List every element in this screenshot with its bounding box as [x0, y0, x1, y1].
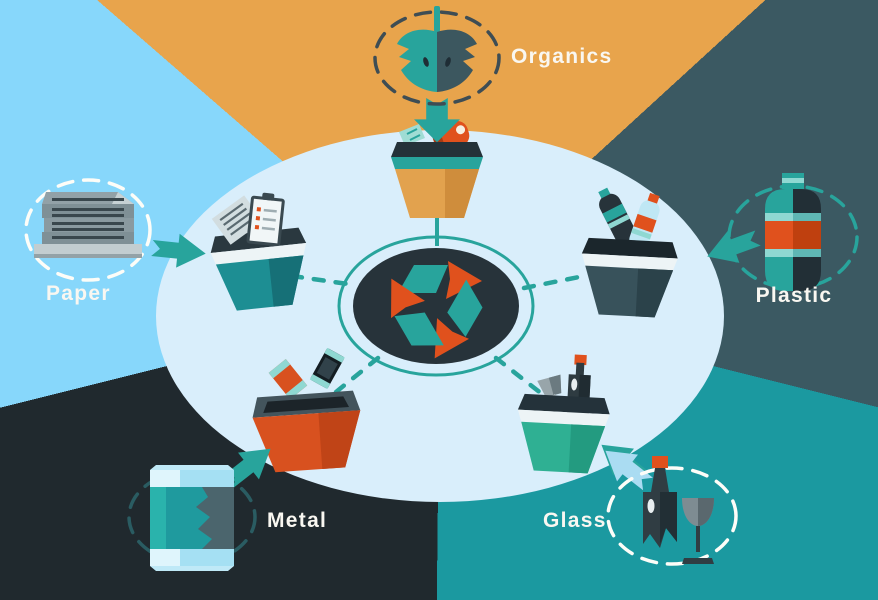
plastic-bottle-icon	[727, 173, 859, 291]
clipboard-icon	[246, 192, 285, 247]
hub-connector-lines	[289, 273, 587, 397]
plastic-bin	[581, 187, 678, 318]
leaf-note	[399, 124, 425, 146]
glass-dashed-ring	[606, 466, 738, 566]
phone-item	[309, 347, 345, 390]
paper-dashed-ring	[24, 178, 152, 282]
bottle-dark	[598, 187, 637, 245]
paper-bin	[210, 192, 307, 311]
recycle-hub	[337, 235, 535, 377]
organics-label: Organics	[511, 45, 613, 68]
metal-bin	[252, 347, 361, 473]
connector-paper	[289, 273, 351, 287]
connector-metal	[333, 355, 381, 395]
paper-label: Paper	[46, 282, 111, 305]
paper-stack-icon	[24, 178, 152, 282]
connector-plastic	[521, 273, 587, 291]
hub-disc	[353, 248, 519, 364]
glass-bin	[517, 354, 610, 474]
metal-can-icon	[127, 465, 257, 571]
bottle-light	[629, 192, 660, 250]
metal-label: Metal	[267, 509, 328, 532]
tin-can-item	[268, 359, 308, 400]
plastic-label: Plastic	[755, 284, 833, 307]
glass-bottle-wine-glass-icon	[606, 456, 738, 566]
hub-ring	[337, 235, 535, 377]
organics-dashed-ring	[373, 10, 501, 106]
apple-core-icon	[373, 6, 501, 106]
glass-label: Glass	[543, 509, 607, 532]
connector-glass	[493, 355, 545, 397]
